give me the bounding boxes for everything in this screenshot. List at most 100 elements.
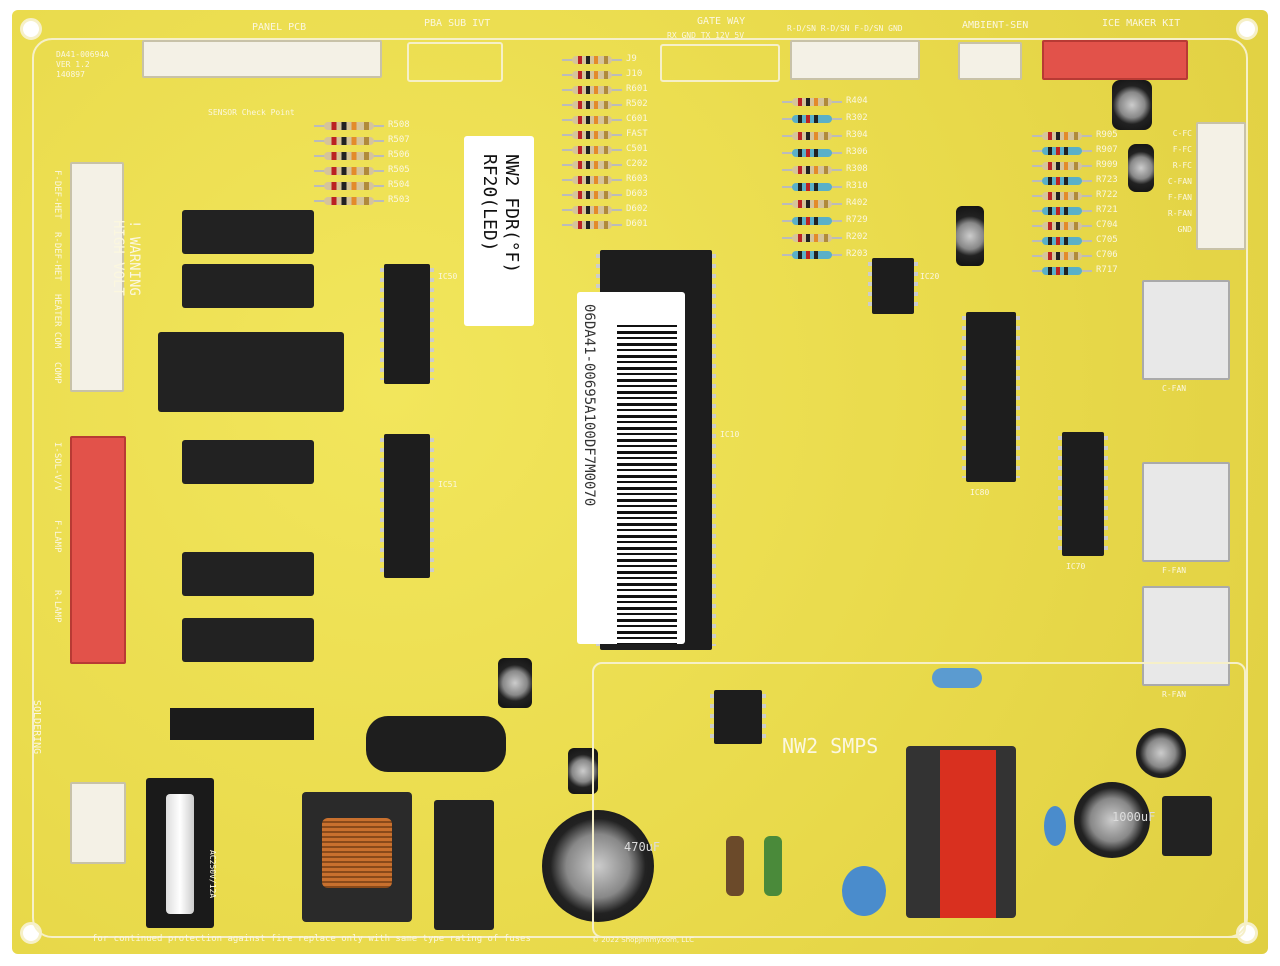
label-f-lamp: F-LAMP [52, 520, 62, 553]
component-label: D602 [626, 204, 648, 214]
component-label: C202 [626, 159, 648, 169]
connector-door-sensors [790, 40, 920, 80]
varistor [366, 716, 506, 772]
y-capacitor [932, 668, 982, 688]
fan-connector-labels: C-FC F-FC R-FC C-FAN F-FAN R-FAN GND [1158, 126, 1192, 238]
label-heater-com: HEATER COM [52, 294, 62, 349]
inductor-coil [322, 818, 392, 888]
sticker-line: RF20(LED) [479, 154, 500, 252]
relay [182, 210, 314, 254]
y-capacitor [1044, 806, 1066, 846]
component-label: R504 [388, 180, 410, 190]
component-label: R505 [388, 165, 410, 175]
component-label: C706 [1096, 250, 1118, 260]
resistor [792, 166, 832, 174]
component-label: D601 [626, 219, 648, 229]
transformer-label [940, 750, 996, 918]
part-number-text: DA41-00694A [56, 50, 109, 59]
resistor [792, 251, 832, 259]
ic-chip [868, 258, 918, 314]
barcode-text: 06DA41-00695A100DF7M0070 [581, 304, 597, 507]
resistor-power [726, 836, 744, 896]
relay [182, 440, 314, 484]
resistor [572, 56, 612, 64]
component-label: R508 [388, 120, 410, 130]
fuse [166, 794, 194, 914]
label-panel-pcb: PANEL PCB [252, 22, 307, 33]
label-pba-sub-ivt: PBA SUB IVT [424, 18, 491, 29]
regulator [1162, 796, 1212, 856]
resistor [1042, 192, 1082, 200]
relay [182, 264, 314, 308]
connector-heaters [70, 162, 124, 392]
resistor [572, 206, 612, 214]
ic-smps [710, 690, 766, 744]
label-gnd: GND [1177, 225, 1192, 234]
resistor [1042, 252, 1082, 260]
fuse-label: AC250V/12A [208, 850, 217, 899]
resistor [792, 98, 832, 106]
resistor [1042, 267, 1082, 275]
resistor [792, 132, 832, 140]
component-label: R503 [388, 195, 410, 205]
resistor [572, 146, 612, 154]
resistor [792, 234, 832, 242]
resistor [572, 191, 612, 199]
resistor-power [764, 836, 782, 896]
connector-fans [1196, 122, 1246, 250]
resistor [1042, 162, 1082, 170]
component-label: C705 [1096, 235, 1118, 245]
barcode-sticker: 06DA41-00695A100DF7M0070 [577, 292, 685, 644]
component-label: C601 [626, 114, 648, 124]
resistor [1042, 147, 1082, 155]
ic-label: IC80 [970, 488, 990, 497]
label-r-fan-pin: R-FAN [1167, 209, 1192, 218]
ic-chip [380, 264, 434, 384]
component-label: R907 [1096, 145, 1118, 155]
component-label: R717 [1096, 265, 1118, 275]
capacitor-label: 470uF [624, 840, 661, 854]
connector-outline [407, 42, 503, 82]
sticker-line: NW2 FDR(°F) [501, 154, 522, 274]
component-label: R402 [846, 198, 868, 208]
resistor [1042, 237, 1082, 245]
label-r-fan: R-FAN [1162, 690, 1187, 699]
label-c-fc: C-FC [1172, 129, 1192, 138]
label-f-fc: F-FC [1172, 145, 1192, 154]
label-gate-way-pins: RX GND TX 12V 5V [667, 31, 745, 40]
label-f-fan-pin: F-FAN [1167, 193, 1192, 202]
component-label: J9 [626, 54, 637, 64]
connector-panel-pcb [142, 40, 382, 78]
label-r-def-het: R-DEF-HET [52, 232, 62, 281]
resistor [1042, 177, 1082, 185]
smps-region [592, 662, 1246, 938]
resistor [324, 152, 374, 160]
component-label: FAST [626, 129, 648, 139]
component-label: R601 [626, 84, 648, 94]
component-label: C704 [1096, 220, 1118, 230]
capacitor [1128, 144, 1154, 192]
capacitor-label: 1000uF [1112, 810, 1156, 824]
component-label: R507 [388, 135, 410, 145]
resistor [1042, 132, 1082, 140]
resistor [572, 101, 612, 109]
component-label: D603 [626, 189, 648, 199]
connector-lamps [70, 436, 126, 664]
capacitor [498, 658, 532, 708]
ic-chip [380, 434, 434, 578]
connector-ice-maker-kit [1042, 40, 1188, 80]
capacitor [1112, 80, 1152, 130]
component-label: R203 [846, 249, 868, 259]
resistor [572, 131, 612, 139]
capacitor [1136, 728, 1186, 778]
ic-label: IC70 [1066, 562, 1086, 571]
resistor [572, 86, 612, 94]
component-label: R721 [1096, 205, 1118, 215]
resistor [1042, 222, 1082, 230]
y-capacitor [842, 866, 886, 916]
label-f-def-het: F-DEF-HET [52, 170, 62, 219]
resistor [792, 200, 832, 208]
resistor [792, 149, 832, 157]
model-sticker: NW2 FDR(°F) RF20(LED) [464, 136, 534, 326]
component-label: R310 [846, 181, 868, 191]
